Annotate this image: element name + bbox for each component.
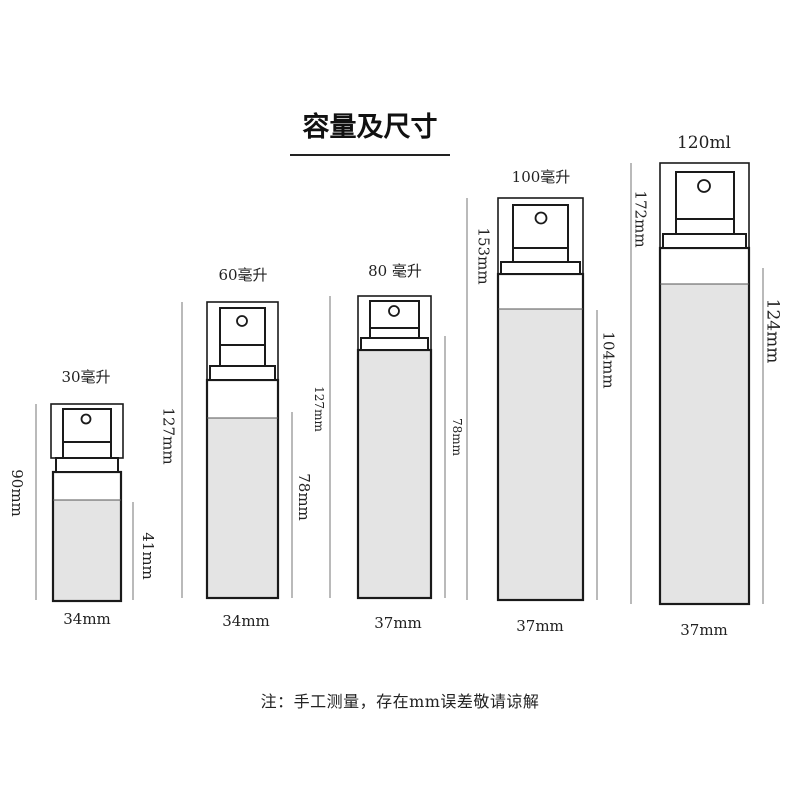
title-underline xyxy=(290,154,450,156)
actuator xyxy=(675,171,735,220)
capacity-label-80ml: 80 毫升 xyxy=(368,262,422,280)
collar xyxy=(360,337,429,351)
collar xyxy=(500,261,581,275)
liquid-fill xyxy=(53,500,121,601)
capacity-label-120ml: 120ml xyxy=(676,133,732,153)
body-height-label-120ml: 124mm xyxy=(762,298,783,364)
bottle-120ml xyxy=(630,162,764,606)
total-height-label-30ml: 90mm xyxy=(7,469,26,517)
width-label-120ml: 37mm xyxy=(680,621,728,639)
pump-neck xyxy=(219,344,266,367)
collar xyxy=(662,233,747,249)
body-height-label-80ml: 78mm xyxy=(450,417,465,457)
pump-neck xyxy=(369,327,420,339)
liquid-fill xyxy=(498,309,583,600)
total-height-label-60ml: 127mm xyxy=(159,407,178,465)
overcap xyxy=(497,197,584,275)
nozzle-hole xyxy=(80,413,92,425)
overcap xyxy=(206,301,279,381)
capacity-label-60ml: 60毫升 xyxy=(218,266,268,284)
capacity-label-100ml: 100毫升 xyxy=(511,168,571,186)
page-title: 容量及尺寸 xyxy=(302,112,438,143)
bottle-60ml xyxy=(181,301,293,600)
pump-neck xyxy=(62,441,112,459)
nozzle-hole xyxy=(534,211,548,225)
overcap xyxy=(50,403,124,459)
total-height-label-120ml: 172mm xyxy=(631,190,650,248)
actuator xyxy=(219,307,266,346)
total-height-label-80ml: 127mm xyxy=(311,386,326,432)
pump-neck xyxy=(675,218,735,235)
measurement-note: 注：手工测量，存在mm误差敬请谅解 xyxy=(260,692,540,711)
liquid-fill xyxy=(358,350,431,598)
bottle-80ml xyxy=(329,295,446,600)
nozzle-hole xyxy=(388,305,400,317)
total-height-label-100ml: 153mm xyxy=(474,227,493,285)
actuator xyxy=(512,204,569,249)
capacity-label-30ml: 30毫升 xyxy=(61,368,111,386)
liquid-fill xyxy=(660,284,749,604)
bottle-100ml xyxy=(466,197,598,602)
width-label-100ml: 37mm xyxy=(516,617,564,635)
body-height-label-100ml: 104mm xyxy=(599,331,618,389)
nozzle-hole xyxy=(697,179,711,193)
overcap xyxy=(357,295,432,351)
bottle-30ml xyxy=(35,403,134,603)
width-label-60ml: 34mm xyxy=(222,612,270,630)
width-label-80ml: 37mm xyxy=(374,614,422,632)
body-height-label-60ml: 78mm xyxy=(294,473,313,521)
collar xyxy=(55,457,119,473)
body-height-label-30ml: 41mm xyxy=(138,532,157,580)
width-label-30ml: 34mm xyxy=(63,610,111,628)
collar xyxy=(209,365,276,381)
overcap xyxy=(659,162,750,249)
pump-neck xyxy=(512,247,569,263)
nozzle-hole xyxy=(236,315,248,327)
liquid-fill xyxy=(207,418,278,598)
